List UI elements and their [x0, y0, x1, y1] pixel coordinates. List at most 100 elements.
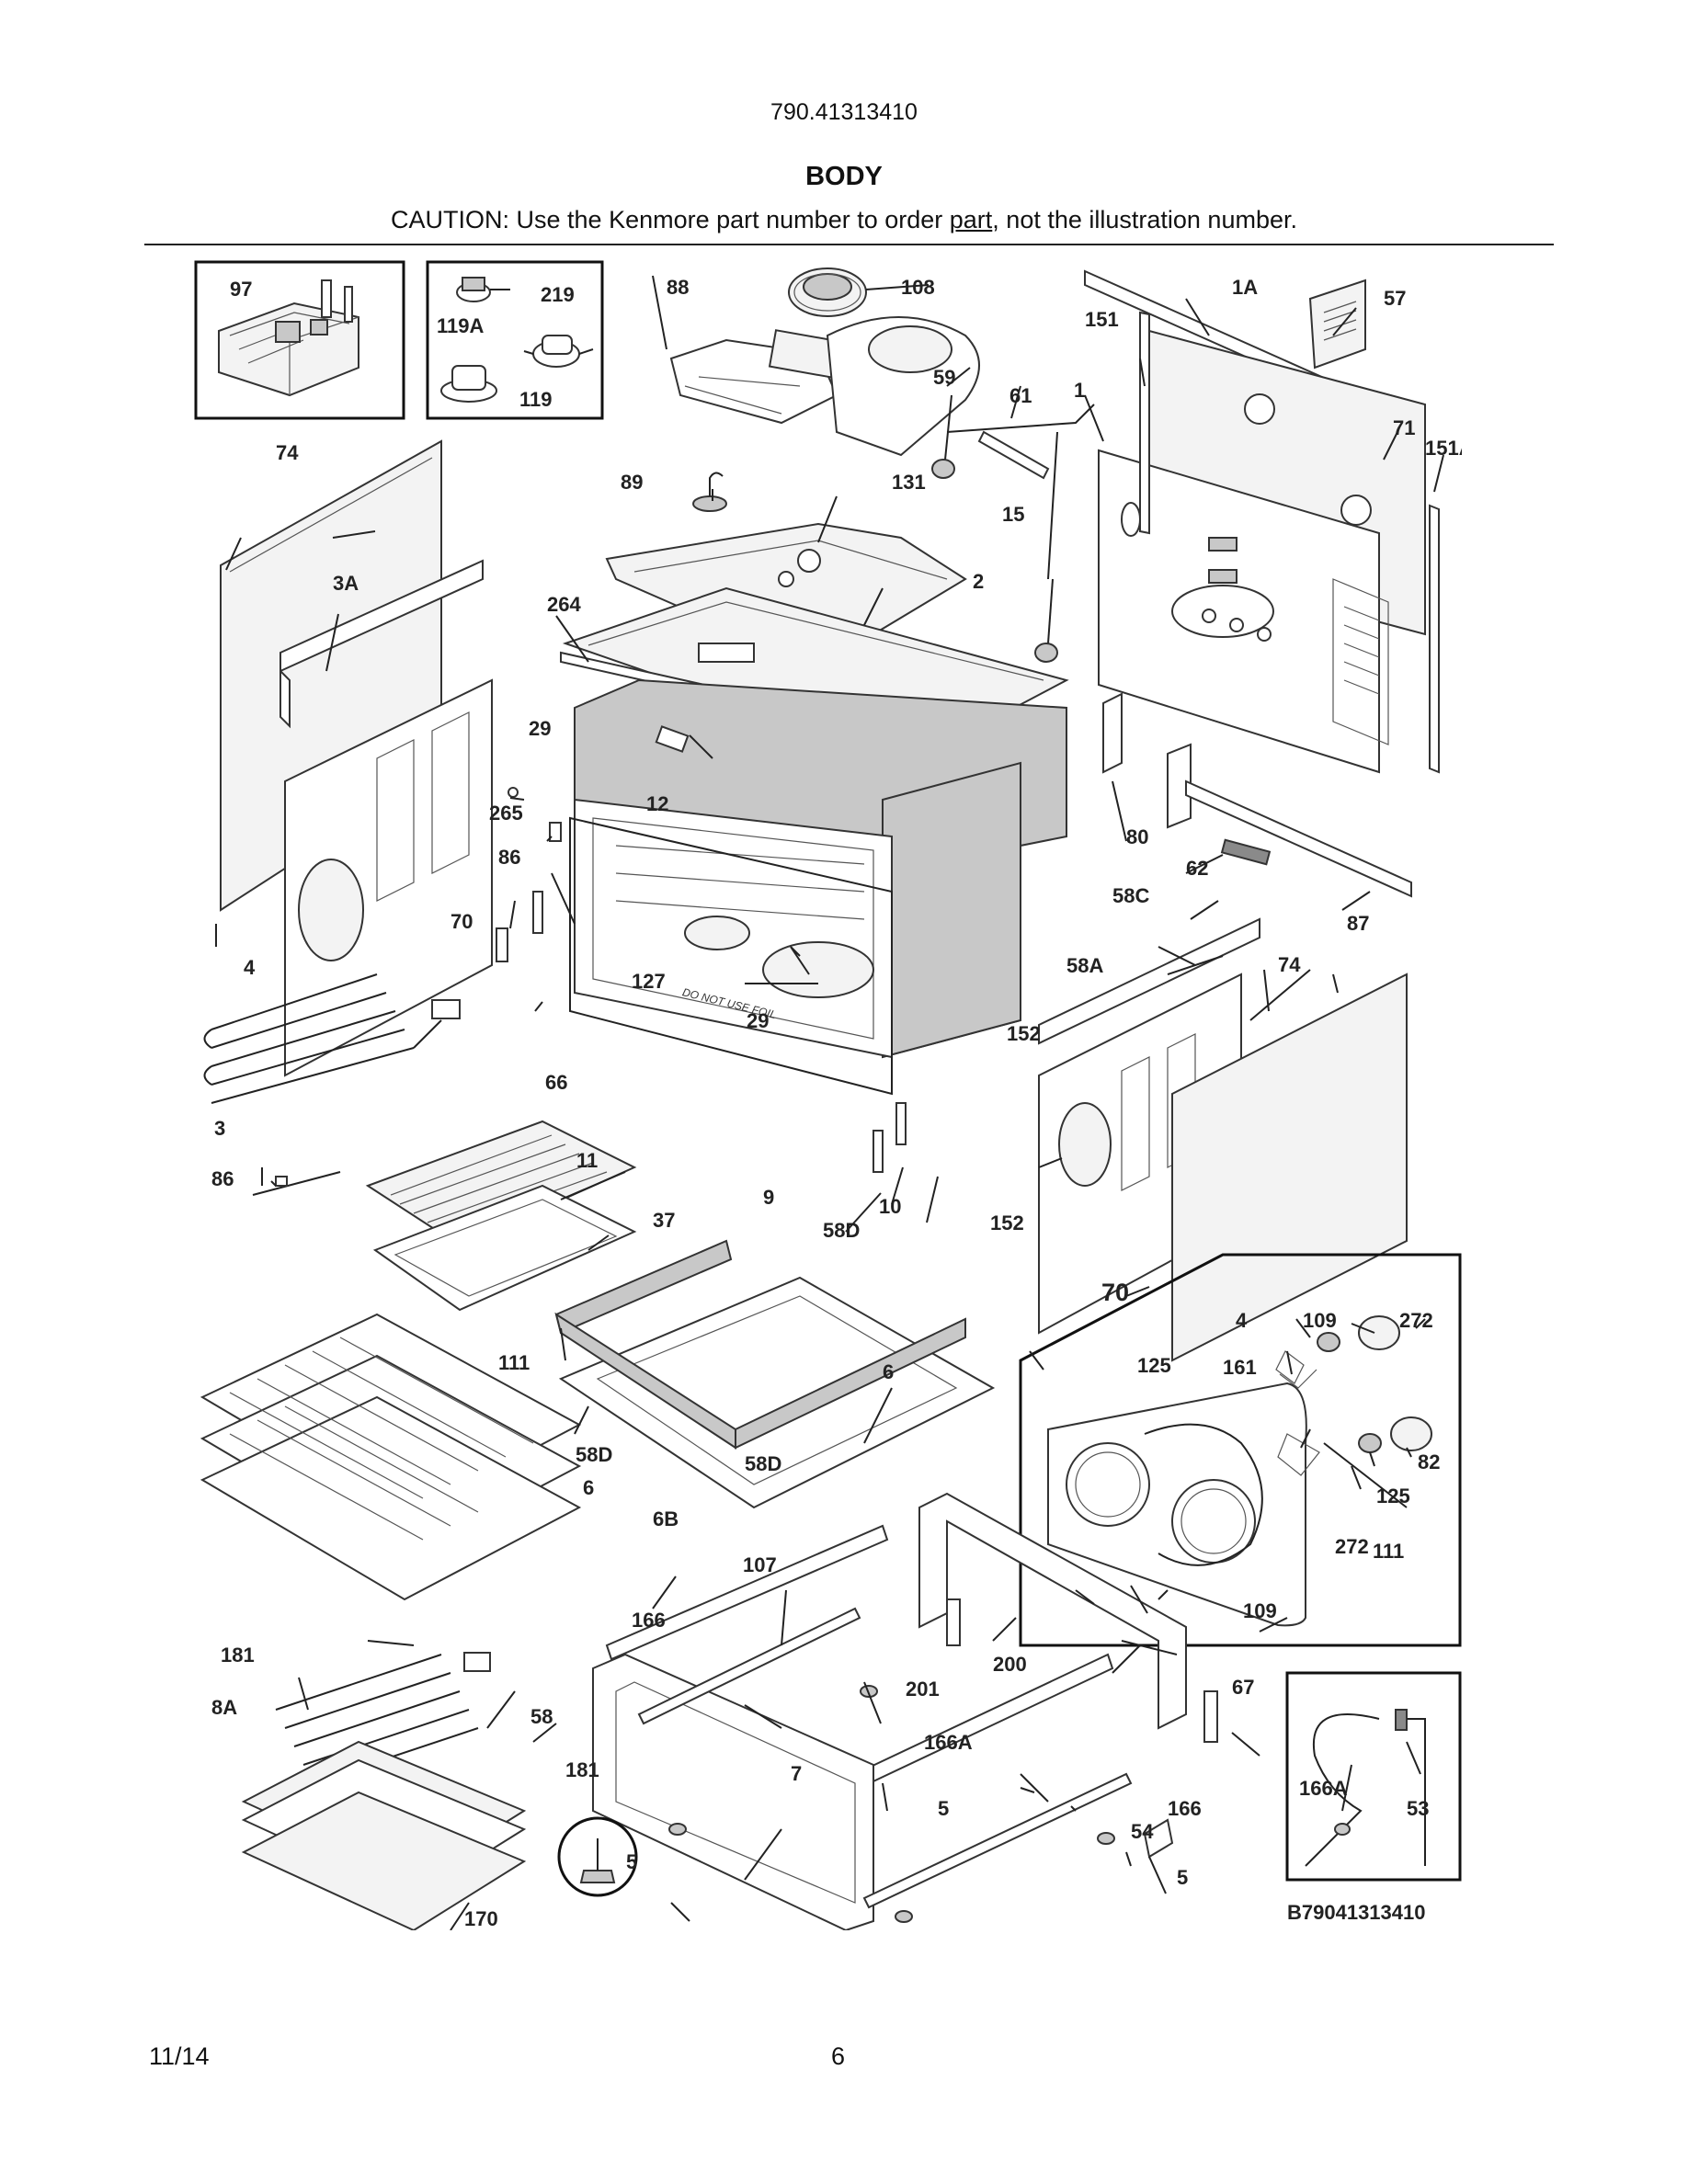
duct-88-59	[669, 316, 980, 457]
part-label-12: 12	[646, 792, 668, 815]
part-label-272: 272	[1335, 1535, 1369, 1558]
convection-motor-108	[788, 267, 867, 317]
probe-37	[252, 1171, 341, 1196]
drawing-id: B79041313410	[1287, 1901, 1425, 1924]
part-label-152: 152	[1007, 1022, 1041, 1045]
part-label-86: 86	[211, 1167, 234, 1190]
part-label-80: 80	[1126, 825, 1148, 848]
part-label-54: 54	[1131, 1820, 1154, 1843]
part-label-6b: 6B	[653, 1507, 679, 1530]
part-label-108: 108	[901, 276, 935, 299]
part-label-9: 9	[763, 1186, 774, 1209]
bulbs-15	[931, 394, 1058, 663]
part-label-70: 70	[451, 910, 473, 933]
part-label-4: 4	[244, 956, 256, 979]
caution-note: CAUTION: Use the Kenmore part number to …	[0, 206, 1688, 234]
part-label-201: 201	[906, 1678, 940, 1701]
part-label-5: 5	[1177, 1866, 1188, 1889]
part-label-166: 166	[632, 1609, 666, 1632]
cover-57	[1308, 279, 1366, 370]
part-label-161: 161	[1223, 1356, 1257, 1379]
exploded-parts-diagram: DO NOT USE FOIL	[194, 260, 1462, 1930]
side-panel-74-4-right	[1171, 973, 1408, 1362]
part-label-86: 86	[498, 846, 520, 869]
part-label-61: 61	[1009, 384, 1032, 407]
vent-trim-58D	[554, 1239, 966, 1450]
part-label-111: 111	[1373, 1540, 1404, 1563]
part-label-37: 37	[653, 1209, 675, 1232]
page-number: 6	[831, 2042, 846, 2070]
part-label-70: 70	[1101, 1279, 1129, 1306]
rail-3-right	[1038, 917, 1260, 1045]
base-rails-166	[605, 1524, 1114, 1790]
part-label-170: 170	[464, 1907, 498, 1930]
part-label-58: 58	[530, 1705, 553, 1728]
part-label-200: 200	[993, 1653, 1027, 1676]
header-rule	[144, 244, 1554, 245]
section-title: BODY	[805, 162, 883, 191]
part-label-125: 125	[1137, 1354, 1171, 1377]
bottom-plates-58-7-8	[241, 1740, 527, 1930]
part-label-264: 264	[547, 593, 581, 616]
part-label-6: 6	[583, 1476, 594, 1499]
part-label-2: 2	[973, 570, 984, 593]
part-label-6: 6	[883, 1360, 894, 1383]
bake-element-8A-67	[275, 1652, 491, 1784]
side-rail-151	[1139, 311, 1440, 774]
part-label-71: 71	[1393, 416, 1415, 439]
leader-lines	[215, 275, 1444, 1930]
thermostat-inset	[426, 260, 604, 420]
caution-text: CAUTION: Use the Kenmore part number to …	[391, 206, 950, 233]
part-label-62: 62	[1186, 857, 1208, 880]
brackets-80-62-87	[1102, 692, 1412, 898]
part-number-labels: 97219119A119881081A571515961171151A74891…	[211, 276, 1462, 1930]
part-label-7: 7	[791, 1762, 802, 1785]
part-label-166a: 166A	[1299, 1777, 1348, 1800]
part-label-109: 109	[1303, 1309, 1337, 1332]
part-label-11: 11	[576, 1149, 598, 1172]
back-panels-1-71	[1098, 329, 1426, 774]
part-label-10: 10	[879, 1195, 901, 1218]
leveling-legs-5	[557, 1685, 1174, 1923]
part-label-3: 3	[214, 1117, 225, 1140]
broiler-pan-9	[372, 1184, 637, 1312]
part-label-15: 15	[1002, 503, 1024, 526]
part-label-166: 166	[1168, 1797, 1202, 1820]
part-label-66: 66	[545, 1071, 567, 1094]
oven-cavity: DO NOT USE FOIL	[574, 678, 1067, 1059]
part-label-57: 57	[1384, 287, 1406, 310]
probe-89	[692, 472, 727, 512]
part-label-29: 29	[747, 1009, 769, 1032]
part-label-74: 74	[276, 441, 299, 464]
part-label-58d: 58D	[823, 1219, 860, 1242]
bracket-61	[977, 430, 1050, 480]
part-label-87: 87	[1347, 912, 1369, 935]
model-number: 790.41313410	[770, 99, 918, 125]
part-label-107: 107	[743, 1553, 777, 1576]
part-label-82: 82	[1418, 1450, 1440, 1473]
part-label-181: 181	[565, 1758, 599, 1781]
part-label-74: 74	[1278, 953, 1301, 976]
part-label-89: 89	[621, 471, 643, 494]
convection-fan-inset	[1019, 1253, 1462, 1647]
part-label-272: 272	[1399, 1309, 1433, 1332]
door-gasket-11	[569, 816, 893, 1096]
oven-racks-6-6B	[200, 1313, 582, 1601]
brackets-166A-181	[637, 1598, 1218, 1909]
part-label-4: 4	[1236, 1309, 1248, 1332]
rail-3A	[279, 559, 484, 729]
part-label-53: 53	[1407, 1797, 1429, 1820]
part-label-58d: 58D	[576, 1443, 612, 1466]
meat-probe-inset	[1285, 1671, 1462, 1882]
part-label-3a: 3A	[333, 572, 359, 595]
part-label-151: 151	[1085, 308, 1119, 331]
part-label-119: 119	[519, 388, 553, 411]
part-label-166a: 166A	[924, 1731, 973, 1754]
part-label-119a: 119A	[437, 314, 484, 337]
base-frame-200	[592, 1653, 874, 1930]
part-label-1: 1	[1074, 379, 1085, 402]
part-label-58d: 58D	[745, 1452, 781, 1475]
caution-part-link[interactable]: part	[949, 206, 993, 233]
drawer-frame-82	[558, 1276, 996, 1509]
part-label-88: 88	[667, 276, 689, 299]
